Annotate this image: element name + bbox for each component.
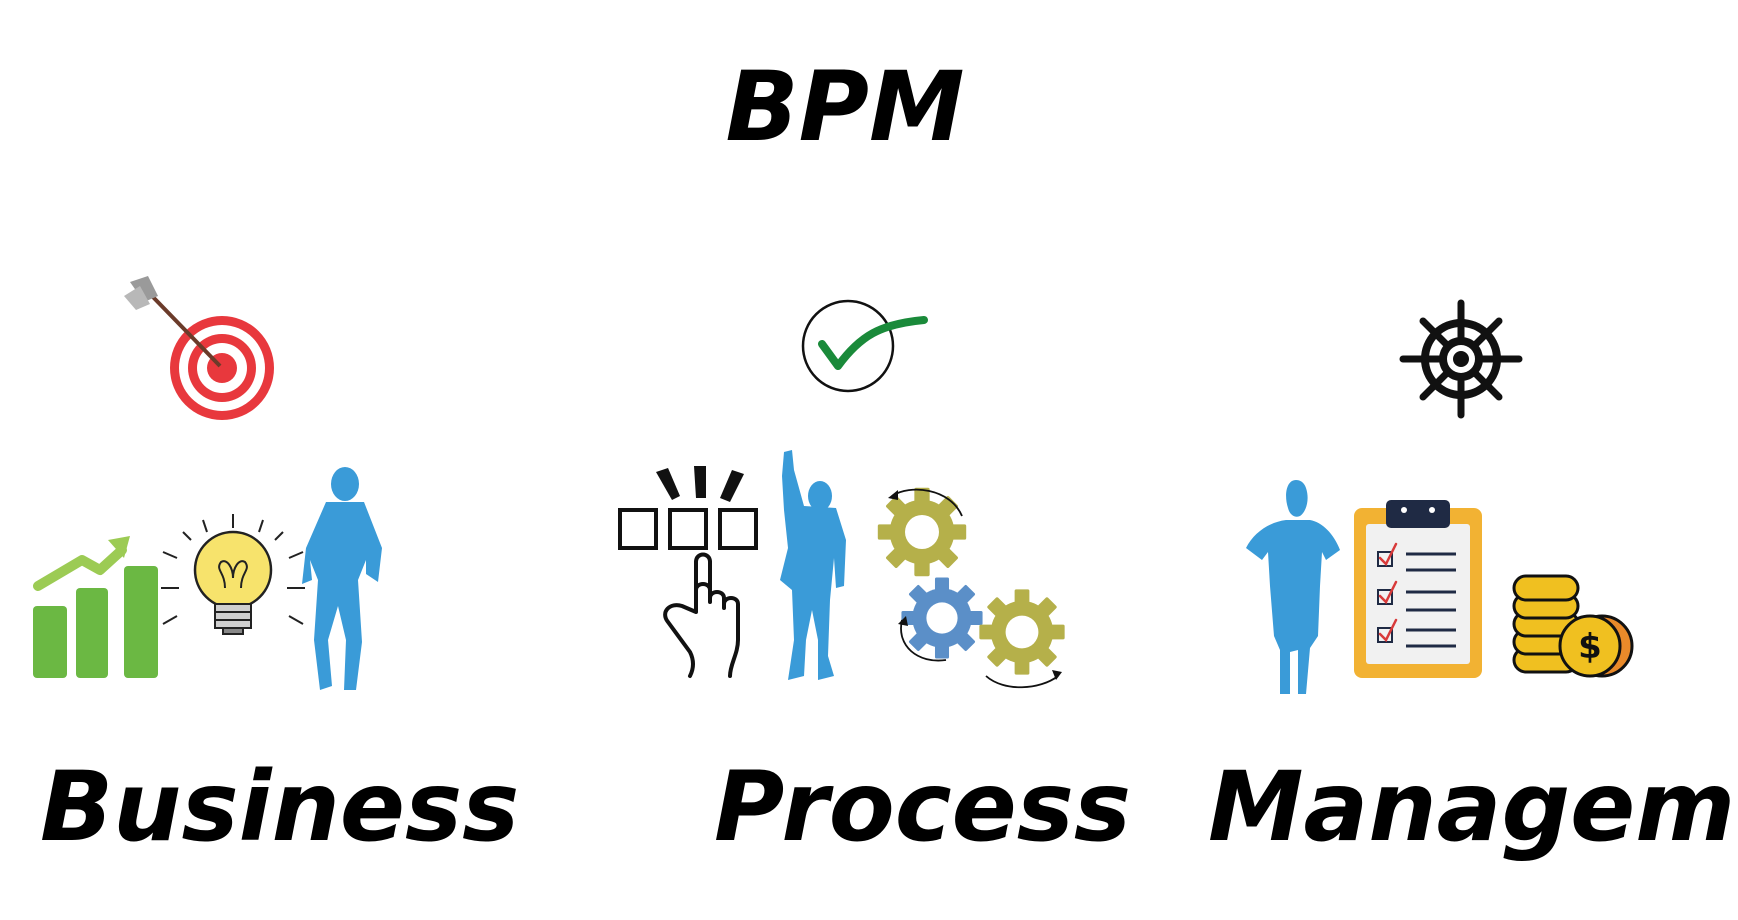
raised-fist-man-icon [780, 450, 846, 680]
growth-chart-icon [33, 536, 158, 678]
tap-boxes-icon [618, 466, 758, 678]
target-icon [124, 276, 274, 420]
walking-man-icon [302, 467, 382, 690]
process-label: Process [714, 751, 1131, 863]
woman-silhouette-icon [1246, 480, 1340, 694]
checkmark-icon [801, 299, 928, 393]
business-label: Business [40, 751, 519, 863]
management-column: $ Management [1208, 299, 1738, 863]
process-column: Process [618, 299, 1131, 863]
clipboard-checklist-icon [1354, 500, 1482, 678]
gears-icon [859, 469, 1083, 693]
ship-wheel-icon [1399, 299, 1523, 419]
lightbulb-icon [161, 514, 305, 635]
page-title: BPM [725, 51, 964, 163]
coin-stack-icon: $ [1512, 574, 1634, 678]
management-label: Management [1208, 751, 1738, 863]
business-column: Business [33, 276, 519, 863]
svg-text:$: $ [1578, 627, 1602, 667]
